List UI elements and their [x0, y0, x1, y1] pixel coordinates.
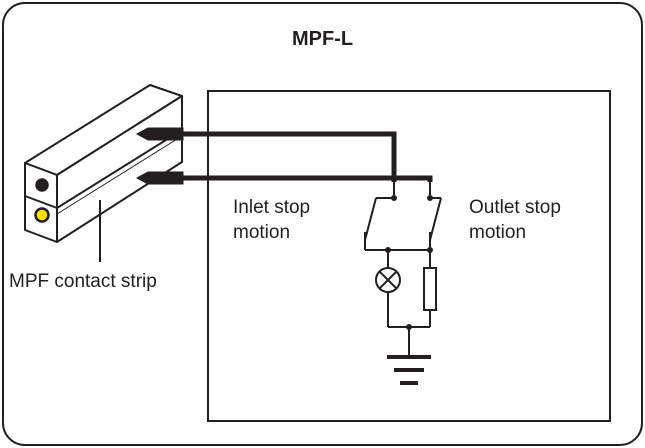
junction-ground	[406, 324, 412, 330]
junction-mid-lamp	[385, 247, 391, 253]
plug-connectors	[135, 127, 184, 185]
indicator-yellow-icon	[34, 207, 50, 223]
wire-upper	[183, 131, 397, 182]
outlet-switch-blade	[429, 197, 442, 241]
mpf-contact-strip-label: MPF contact strip	[9, 271, 157, 292]
enclosure-box	[207, 90, 611, 422]
inlet-stop-motion-label: Inlet stop motion	[233, 195, 310, 245]
outlet-label-line-2: motion	[469, 222, 527, 243]
junction-mid-resistor	[427, 247, 433, 253]
resistor-icon	[423, 267, 437, 311]
diagram-title: MPF-L	[291, 28, 354, 50]
strip-groove-front	[24, 195, 58, 209]
ground-icon	[387, 355, 431, 385]
inlet-label-line-2: motion	[233, 222, 291, 243]
plug-upper-icon	[135, 127, 184, 141]
circuit	[364, 197, 442, 356]
indicator-dark-icon	[35, 178, 49, 192]
outlet-stop-motion-label: Outlet stop motion	[469, 195, 561, 245]
wires	[183, 131, 433, 197]
strip-groove-side-lower	[56, 135, 183, 215]
inlet-switch-blade	[364, 197, 377, 241]
plug-lower-icon	[135, 171, 184, 185]
strip-groove-side	[56, 129, 183, 209]
outlet-label-line-1: Outlet stop	[469, 197, 561, 218]
lamp-icon	[375, 267, 401, 293]
inlet-label-line-1: Inlet stop	[233, 197, 311, 218]
